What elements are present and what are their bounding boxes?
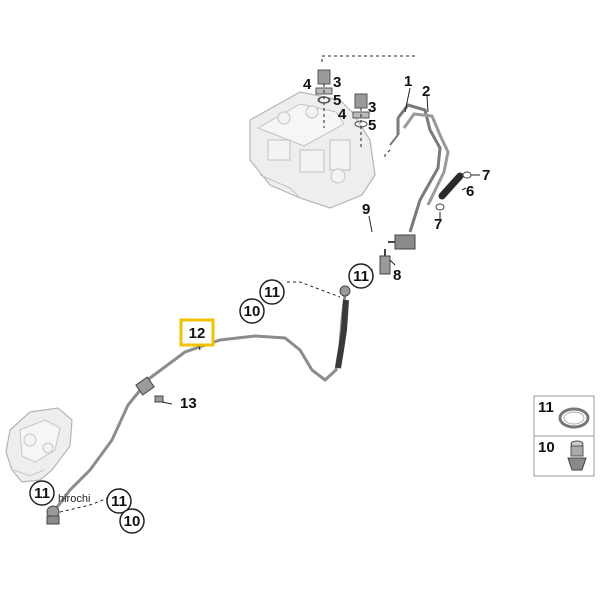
part-label-5a: 5 [333,92,341,109]
part-label-4b: 4 [338,106,347,123]
svg-text:12: 12 [189,325,206,342]
part-label-4a: 4 [303,76,312,93]
svg-text:10: 10 [124,513,141,530]
part-label-2: 2 [422,83,430,100]
banjo-bolt-icon [567,440,587,471]
legend-label-10: 10 [538,439,555,456]
seal-ring-icon [318,96,330,104]
part-label-5b: 5 [368,117,376,134]
part-label-1: 1 [404,73,412,90]
callout-11-mid: 11 [259,279,285,305]
highlighted-part-12[interactable]: 12 [179,318,215,347]
callout-11-bottom-a: 11 [29,480,55,506]
part-label-7b: 7 [434,216,442,233]
part-label-13: 13 [180,395,197,412]
svg-text:11: 11 [353,268,369,285]
svg-text:11: 11 [111,493,127,510]
svg-text:11: 11 [34,485,50,502]
callout-10-mid: 10 [239,298,265,324]
svg-text:11: 11 [264,284,280,301]
brake-hose-line [46,285,351,525]
part-label-3a: 3 [333,74,341,91]
seal-ring-icon [558,407,590,429]
svg-text:10: 10 [244,303,261,320]
part-label-3b: 3 [368,99,376,116]
legend-label-11: 11 [538,399,554,416]
brake-pipe-icon [379,103,472,275]
part-label-7a: 7 [482,167,490,184]
watermark-text: hirochi [58,493,90,505]
part-label-8: 8 [393,267,401,284]
callout-11-bottom-b: 11 [106,488,132,514]
abs-unit-icon [249,69,376,209]
part-label-9: 9 [362,201,370,218]
callout-10-bottom: 10 [119,508,145,534]
part-label-6: 6 [466,183,474,200]
callout-11-right: 11 [348,263,374,289]
brake-caliper-icon [5,407,73,483]
legend-box: 11 10 [533,395,595,477]
